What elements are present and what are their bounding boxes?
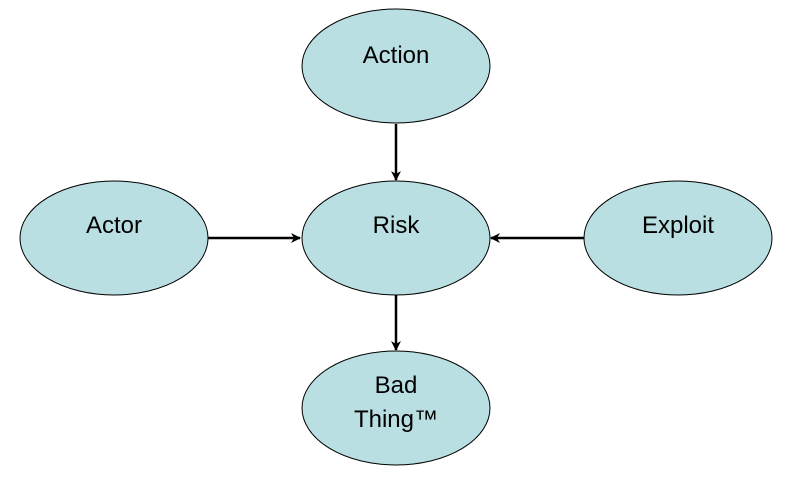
node-bad-thing-label-line2: Thing™ (354, 406, 438, 433)
node-bad-thing-shape (301, 350, 491, 466)
node-risk: Risk (301, 180, 491, 296)
node-bad-thing-label-line1: Bad (375, 372, 418, 399)
node-action-label: Action (363, 42, 430, 69)
node-actor-label: Actor (86, 212, 142, 239)
node-exploit-shape (583, 180, 773, 296)
node-bad-thing: Bad Thing™ (301, 350, 491, 466)
node-actor-shape (19, 180, 209, 296)
node-actor: Actor (19, 180, 209, 296)
node-risk-shape (301, 180, 491, 296)
node-risk-label: Risk (373, 212, 421, 239)
node-exploit-label: Exploit (642, 212, 714, 239)
node-action: Action (301, 8, 491, 124)
node-exploit: Exploit (583, 180, 773, 296)
node-action-shape (301, 8, 491, 124)
